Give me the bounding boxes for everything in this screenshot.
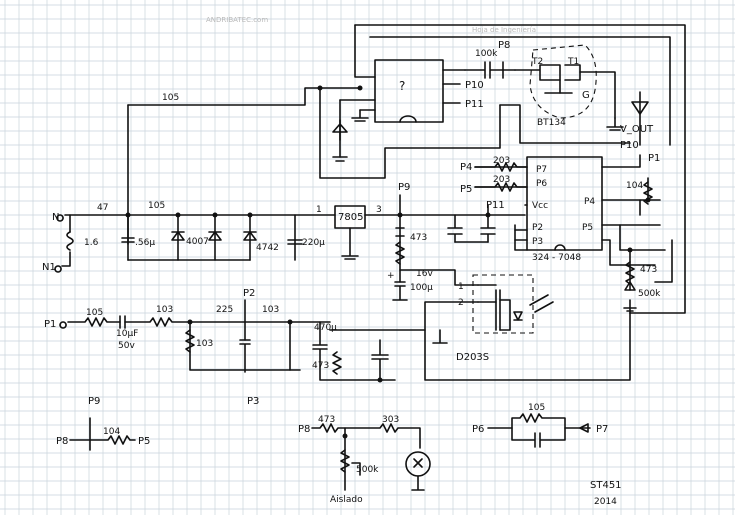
label-r47: 47 bbox=[97, 203, 108, 213]
pin-P9: P9 bbox=[398, 182, 410, 193]
label-r473-b: 473 bbox=[640, 265, 657, 275]
label-r105-mid: 105 bbox=[148, 201, 165, 211]
label-ic-p6: P6 bbox=[536, 179, 547, 189]
label-r105-top: 105 bbox=[162, 93, 179, 103]
label-opto-pin1: 1 bbox=[458, 282, 464, 292]
label-zener: 4742 bbox=[256, 243, 279, 253]
footer-year: 2014 bbox=[594, 497, 617, 507]
junction-dots bbox=[125, 85, 651, 439]
label-t2: T2 bbox=[531, 57, 543, 67]
label-d4007: 4007 bbox=[186, 237, 209, 247]
label-c100k: 100k bbox=[475, 49, 498, 59]
label-fuse: 1.6 bbox=[84, 238, 99, 248]
pin-N: N bbox=[52, 212, 59, 223]
label-ic-vcc: Vcc bbox=[532, 201, 548, 211]
label-c470u: 470μ bbox=[314, 323, 337, 333]
watermark-logo: ANDRIBATEC.com bbox=[206, 16, 268, 24]
label-pot500k-b: 500k bbox=[356, 465, 379, 475]
label-7805: 7805 bbox=[338, 212, 363, 223]
label-ic-p5: P5 bbox=[582, 223, 593, 233]
label-reg-pin1: 1 bbox=[316, 205, 322, 215]
pin-P8-bottom: P8 bbox=[56, 436, 68, 447]
label-c16v: 16v bbox=[416, 269, 433, 279]
pin-P11-top: P11 bbox=[465, 99, 484, 110]
pin-P10-right: P10 bbox=[620, 140, 639, 151]
label-vout: V_OUT bbox=[620, 124, 654, 135]
pin-N1: N1 bbox=[42, 262, 56, 273]
label-r103-b: 103 bbox=[262, 305, 279, 315]
pin-P8-top: P8 bbox=[498, 40, 510, 51]
label-r203-a: 203 bbox=[493, 156, 510, 166]
label-r303: 303 bbox=[382, 415, 399, 425]
label-t1: T1 bbox=[567, 57, 579, 67]
pin-P4: P4 bbox=[460, 162, 472, 173]
label-ic-unknown: ? bbox=[399, 79, 405, 93]
label-bt134: BT134 bbox=[537, 118, 566, 128]
label-r103-a: 103 bbox=[156, 305, 173, 315]
label-aislado: Aislado bbox=[330, 495, 363, 505]
pin-P7: P7 bbox=[596, 424, 608, 435]
label-c220: 220μ bbox=[302, 238, 325, 248]
label-r105-p1: 105 bbox=[86, 308, 103, 318]
pin-P11-lower: P11 bbox=[486, 200, 505, 211]
pin-P10-top: P10 bbox=[465, 80, 484, 91]
label-reg-pin3: 3 bbox=[376, 205, 382, 215]
pin-P8-aislado: P8 bbox=[298, 424, 310, 435]
label-c10u-v: 50v bbox=[118, 341, 135, 351]
pin-P3: P3 bbox=[247, 396, 259, 407]
label-r203-b: 203 bbox=[493, 175, 510, 185]
labels: 105 47 105 N N1 1.6 .56μ 4007 4742 220μ … bbox=[42, 40, 661, 507]
label-c10u: 10μF bbox=[116, 329, 138, 339]
label-r473-d: 473 bbox=[318, 415, 335, 425]
label-r105-b: 105 bbox=[528, 403, 545, 413]
label-r103-c: 103 bbox=[196, 339, 213, 349]
pin-P6: P6 bbox=[472, 424, 484, 435]
label-r104-b: 104 bbox=[103, 427, 120, 437]
label-pot500k-a: 500k bbox=[638, 289, 661, 299]
label-opto: D203S bbox=[456, 352, 489, 363]
label-r104: 104 bbox=[626, 181, 643, 191]
label-c56: .56μ bbox=[135, 238, 155, 248]
wiring bbox=[54, 24, 686, 491]
label-r473-c: 473 bbox=[312, 361, 329, 371]
label-plus: + bbox=[387, 271, 395, 281]
pin-P5: P5 bbox=[460, 184, 472, 195]
pin-P5-bottom: P5 bbox=[138, 436, 150, 447]
pin-P9-bottom: P9 bbox=[88, 396, 100, 407]
label-c100u: 100μ bbox=[410, 283, 433, 293]
label-ic-p4: P4 bbox=[584, 197, 595, 207]
pin-P1-right: P1 bbox=[648, 153, 660, 164]
label-ic-p3: P3 bbox=[532, 237, 543, 247]
pin-P1: P1 bbox=[44, 319, 56, 330]
label-ic-p7: P7 bbox=[536, 165, 547, 175]
pin-P2: P2 bbox=[243, 288, 255, 299]
label-r225: 225 bbox=[216, 305, 233, 315]
footer-code: ST451 bbox=[590, 480, 622, 491]
label-opto-pin2: 2 bbox=[458, 298, 464, 308]
label-gate: G bbox=[582, 90, 590, 101]
label-ic-p2: P2 bbox=[532, 223, 543, 233]
label-r473-a: 473 bbox=[410, 233, 427, 243]
label-ic-name: 324 - 7048 bbox=[532, 253, 581, 263]
watermark-sheet: Hoja de Ingeniería bbox=[472, 26, 536, 34]
